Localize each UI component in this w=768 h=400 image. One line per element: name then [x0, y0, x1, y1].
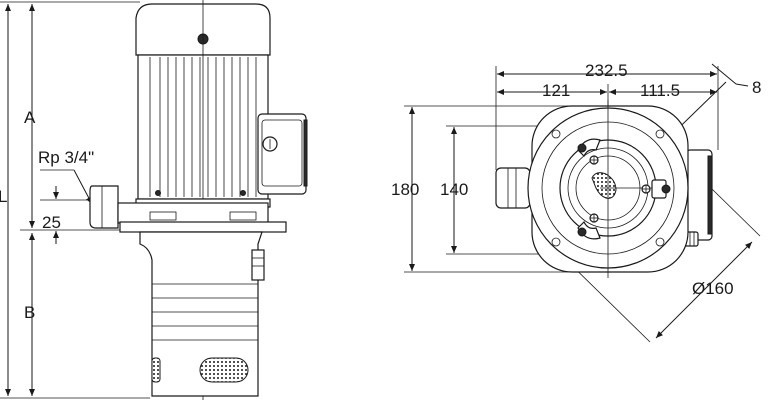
- pump-top-body: [495, 100, 713, 278]
- side-view: L A B Rp 3/4" 25: [0, 0, 308, 400]
- clamp-right: [641, 179, 671, 199]
- right-width-label: 111.5: [640, 81, 680, 100]
- mounting-hole: [655, 129, 665, 139]
- terminal-box: [257, 113, 307, 195]
- cooling-fins: [149, 57, 257, 197]
- mounting-plate: [119, 221, 287, 233]
- thread-size-label: Rp 3/4": [38, 148, 94, 167]
- suction-strainer: [199, 357, 249, 383]
- plate-thickness-label: 8: [752, 78, 761, 97]
- drain-plug: [251, 249, 265, 281]
- pump-flange: [89, 185, 287, 233]
- left-width-label: 121: [542, 81, 570, 100]
- clamp-bottom: [577, 213, 601, 240]
- diameter-label: Ø160: [692, 279, 734, 298]
- clamp-top: [577, 138, 601, 165]
- mounting-hole: [551, 129, 561, 139]
- hole-spacing-label: 140: [440, 180, 468, 199]
- overall-height-label: 180: [391, 180, 419, 199]
- length-label: L: [0, 187, 7, 206]
- motor: [135, 0, 308, 400]
- impeller: [591, 172, 617, 199]
- overall-width-label: 232.5: [585, 61, 628, 80]
- mounting-hole: [655, 237, 665, 247]
- pump-casing: [139, 231, 263, 397]
- offset-label: 25: [42, 213, 61, 232]
- lower-length-label: B: [24, 303, 35, 322]
- discharge-stub: [495, 167, 531, 209]
- upper-length-label: A: [24, 108, 36, 127]
- top-view: 232.5 121 111.5 8 180 140 Ø160: [391, 61, 761, 343]
- discharge-port: [89, 185, 119, 229]
- mounting-hole: [551, 237, 561, 247]
- immersion-body: [139, 231, 265, 397]
- side-view-dimensions: [0, 1, 150, 399]
